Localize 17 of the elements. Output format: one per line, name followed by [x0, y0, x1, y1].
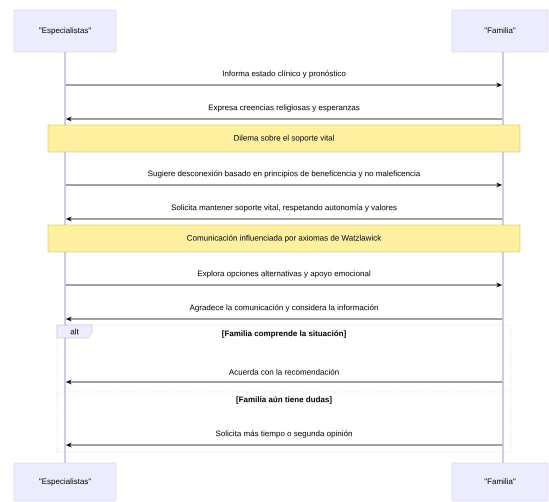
- message-label: Solicita mantener soporte vital, respetando autonomía y valores: [171, 204, 397, 212]
- guard-condition: [Familia aún tiene dudas]: [236, 396, 332, 404]
- actor-box: "Especialistas": [14, 462, 116, 502]
- note-box: Dilema sobre el soporte vital: [48, 124, 520, 152]
- message-label: Solicita más tiempo o segunda opinión: [216, 430, 352, 438]
- actor-box: "Especialistas": [14, 10, 116, 52]
- message-label: Sugiere desconexión basado en principios de beneficencia y no maleficencia: [148, 170, 420, 178]
- actor-box: "Familia": [452, 10, 548, 52]
- note-box: Comunicación influenciada por axiomas de Watzlawick: [48, 224, 520, 252]
- message-label: Expresa creencias religiosas y esperanzas: [208, 104, 360, 112]
- message-label: Informa estado clínico y pronóstico: [222, 70, 346, 78]
- message-label: Explora opciones alternativas y apoyo emocional: [198, 270, 370, 278]
- message-label: Agradece la comunicación y considera la información: [190, 304, 378, 312]
- message-label: Acuerda con la recomendación: [228, 368, 339, 375]
- actor-box: "Familia": [452, 462, 548, 502]
- guard-condition: [Familia comprende la situación]: [222, 330, 346, 338]
- fragment-tab: alt: [56, 324, 92, 338]
